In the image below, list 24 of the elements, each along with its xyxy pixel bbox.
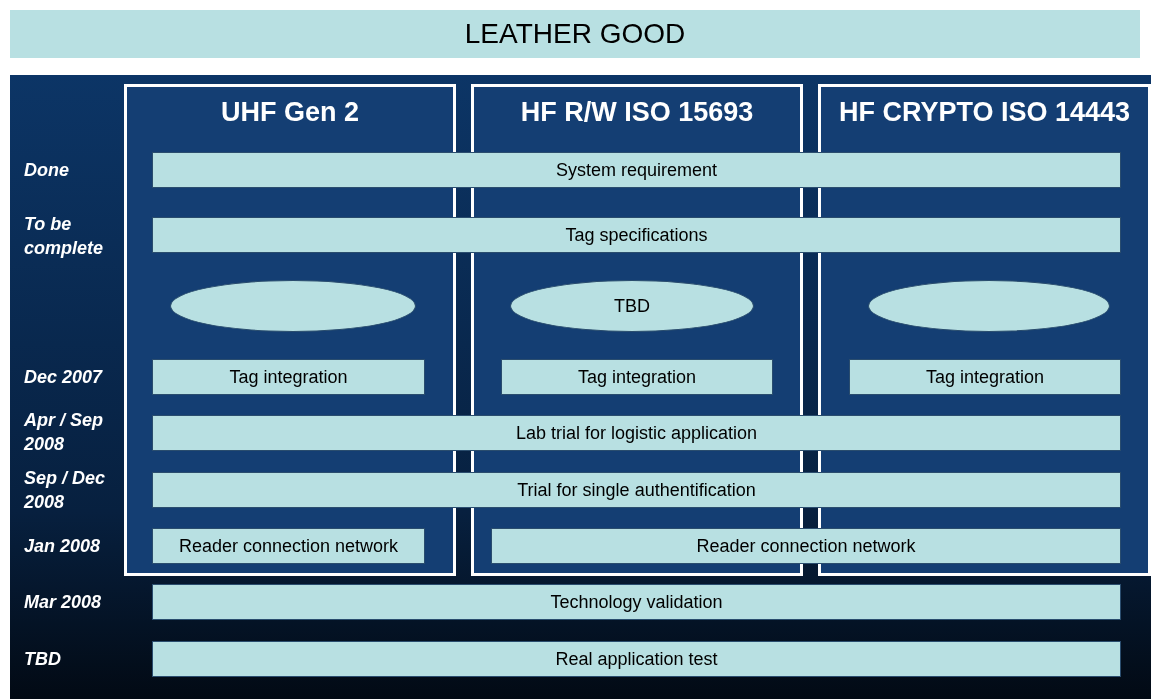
column-heading: UHF Gen 2 — [220, 97, 360, 128]
row-label: To be complete — [24, 213, 105, 260]
task-bar: Tag integration — [152, 359, 425, 395]
task-bar: Reader connection network — [491, 528, 1121, 564]
row-label: Apr / Sep 2008 — [24, 409, 104, 456]
title-banner: LEATHER GOOD — [10, 10, 1140, 58]
task-bar: Tag integration — [849, 359, 1121, 395]
task-bar: Tag integration — [501, 359, 773, 395]
column-heading: HF R/W ISO 15693 — [519, 97, 755, 128]
row-label: Dec 2007 — [24, 366, 104, 389]
task-bar: Technology validation — [152, 584, 1121, 620]
row-label: TBD — [24, 648, 62, 671]
task-bar: Trial for single authentification — [152, 472, 1121, 508]
row-label: Jan 2008 — [24, 535, 102, 558]
ellipse-shape: TBD — [510, 280, 754, 332]
row-label: Done — [24, 159, 70, 182]
task-bar: Reader connection network — [152, 528, 425, 564]
task-bar: Lab trial for logistic application — [152, 415, 1121, 451]
row-label: Mar 2008 — [24, 591, 103, 614]
column-heading: HF CRYPTO ISO 14443 — [837, 97, 1132, 128]
task-bar: Tag specifications — [152, 217, 1121, 253]
row-label: Sep / Dec 2008 — [24, 467, 107, 514]
task-bar: Real application test — [152, 641, 1121, 677]
task-bar: System requirement — [152, 152, 1121, 188]
